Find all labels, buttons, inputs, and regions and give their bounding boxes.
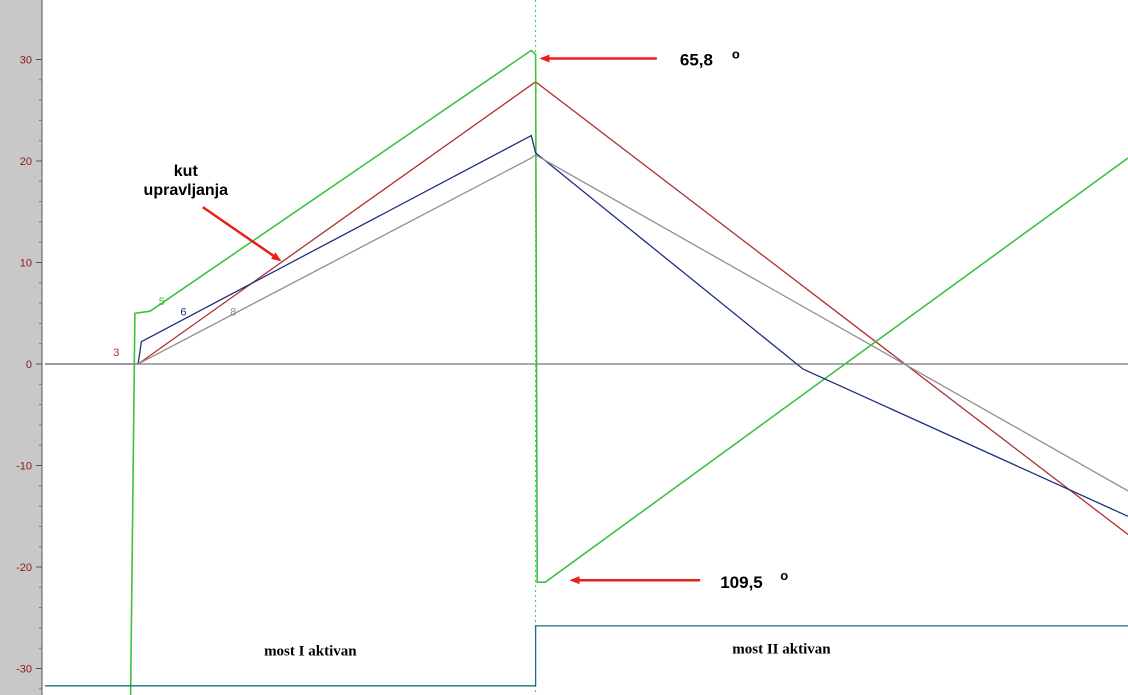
y-tick-label: 30 [20,55,32,67]
series-label: 6 [180,306,186,318]
y-tick-label: 10 [20,258,32,270]
region-label-most-1: most I aktivan [264,643,357,659]
annotation-top-value: 65,8 [680,51,713,70]
y-tick-label: -10 [16,461,32,473]
y-axis-ticks: 30 20 10 0 -10 -20 -30 [16,55,42,690]
series-line-bridge-state [45,625,1128,687]
annotation-bottom-value: 109,5 [720,573,763,592]
series-label: 5 [159,296,165,308]
annotation-bottom-degree: o [780,568,788,583]
annotation-top-degree: o [732,47,740,62]
annotation-top: 65,8 o [539,47,740,70]
annotation-bottom: 109,5 o [569,568,788,592]
y-tick-label: 20 [20,156,32,168]
series-labels: 3 5 6 8 [113,296,236,359]
axis-band [0,0,42,695]
annotation-kut-line-2: upravljanja [144,182,229,199]
annotation-arrow-kut [202,206,282,262]
y-tick-label: -20 [16,562,32,574]
y-tick-label: 0 [26,359,32,371]
series-line-5 [129,49,1128,695]
series-label: 8 [230,306,236,318]
series-line-3 [45,80,1128,536]
series-line-8 [45,154,1128,492]
series-label: 3 [113,347,119,359]
series-layer [45,49,1128,695]
annotation-kut-upravljanja: kut upravljanja [144,163,282,262]
region-label-most-2: most II aktivan [732,641,831,657]
annotation-kut-line-1: kut [174,163,199,180]
y-tick-label: -30 [16,664,32,676]
